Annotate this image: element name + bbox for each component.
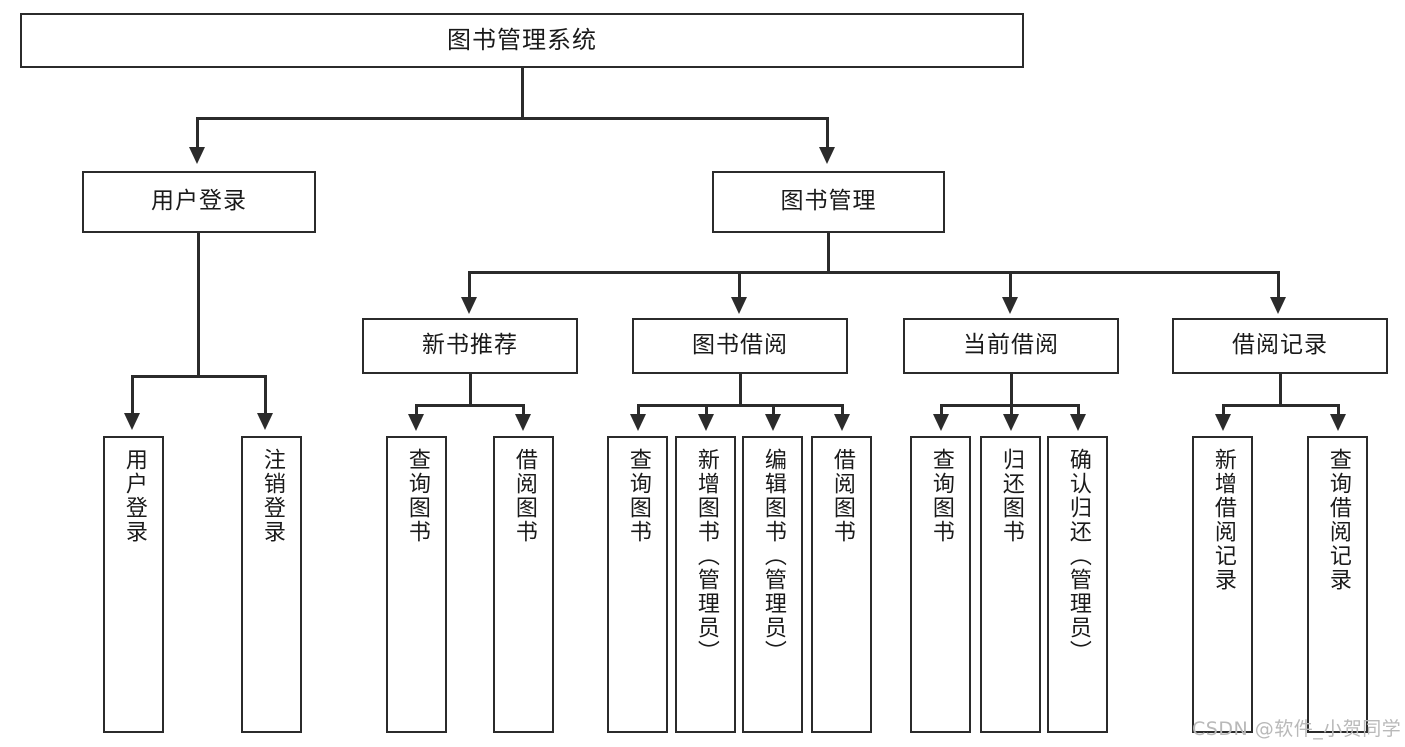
node-label: 当前借阅 bbox=[963, 332, 1059, 359]
arrowhead-book-borrow bbox=[731, 297, 747, 314]
node-book-management[interactable]: 图书管理 bbox=[712, 171, 945, 233]
leaf-label: 用户登录 bbox=[121, 448, 147, 544]
leaf-label: 编辑图书（管理员） bbox=[760, 448, 786, 664]
connector-book-mgmt-drop-2 bbox=[738, 271, 741, 299]
connector-cb-drop-3 bbox=[1077, 404, 1080, 416]
arrowhead-nb-leaf-2 bbox=[515, 414, 531, 431]
connector-br-drop-2 bbox=[1337, 404, 1340, 416]
arrowhead-borrow-record bbox=[1270, 297, 1286, 314]
leaf-nb-borrow-book[interactable]: 借阅图书 bbox=[493, 436, 554, 733]
connector-book-mgmt-drop-3 bbox=[1009, 271, 1012, 299]
connector-book-borrow-bus bbox=[637, 404, 844, 407]
leaf-label: 查询图书 bbox=[404, 448, 430, 544]
node-label: 图书管理 bbox=[780, 188, 877, 215]
connector-bb-drop-3 bbox=[772, 404, 775, 416]
connector-book-mgmt-stem bbox=[827, 233, 830, 273]
connector-book-borrow-stem bbox=[739, 374, 742, 406]
csdn-watermark: CSDN @软件_小贺同学 bbox=[1192, 714, 1401, 741]
connector-user-login-drop-1 bbox=[131, 375, 134, 415]
leaf-label: 新增借阅记录 bbox=[1210, 448, 1236, 592]
connector-borrow-record-stem bbox=[1279, 374, 1282, 406]
arrowhead-bb-leaf-1 bbox=[630, 414, 646, 431]
arrowhead-leaf-logout bbox=[257, 413, 273, 430]
connector-borrow-record-bus bbox=[1222, 404, 1340, 407]
node-label: 借阅记录 bbox=[1232, 332, 1328, 359]
leaf-bb-add-book-admin[interactable]: 新增图书（管理员） bbox=[675, 436, 736, 733]
node-borrow-record[interactable]: 借阅记录 bbox=[1172, 318, 1388, 374]
connector-root-to-book-mgmt bbox=[826, 117, 829, 149]
leaf-label: 借阅图书 bbox=[829, 448, 855, 544]
leaf-cb-query-book[interactable]: 查询图书 bbox=[910, 436, 971, 733]
node-new-book-recommend[interactable]: 新书推荐 bbox=[362, 318, 578, 374]
watermark-text: CSDN @软件_小贺同学 bbox=[1192, 718, 1402, 740]
leaf-label: 借阅图书 bbox=[511, 448, 537, 544]
leaf-label: 查询图书 bbox=[928, 448, 954, 544]
node-label: 图书管理系统 bbox=[447, 26, 597, 55]
connector-root-bus bbox=[196, 117, 828, 120]
connector-book-mgmt-drop-1 bbox=[468, 271, 471, 299]
connector-new-book-stem bbox=[469, 374, 472, 406]
arrowhead-bb-leaf-4 bbox=[834, 414, 850, 431]
connector-cb-drop-2 bbox=[1010, 404, 1013, 416]
leaf-br-add-record[interactable]: 新增借阅记录 bbox=[1192, 436, 1253, 733]
arrowhead-cb-leaf-3 bbox=[1070, 414, 1086, 431]
connector-current-borrow-stem bbox=[1010, 374, 1013, 406]
arrowhead-br-leaf-2 bbox=[1330, 414, 1346, 431]
node-label: 图书借阅 bbox=[692, 332, 788, 359]
leaf-bb-edit-book-admin[interactable]: 编辑图书（管理员） bbox=[742, 436, 803, 733]
arrowhead-bb-leaf-2 bbox=[698, 414, 714, 431]
connector-bb-drop-4 bbox=[841, 404, 844, 416]
connector-book-mgmt-bus bbox=[468, 271, 1280, 274]
connector-new-book-drop-2 bbox=[522, 404, 525, 416]
connector-user-login-stem bbox=[197, 233, 200, 378]
leaf-nb-query-book[interactable]: 查询图书 bbox=[386, 436, 447, 733]
arrowhead-leaf-user-login bbox=[124, 413, 140, 430]
arrowhead-cb-leaf-2 bbox=[1003, 414, 1019, 431]
leaf-cb-confirm-return-admin[interactable]: 确认归还（管理员） bbox=[1047, 436, 1108, 733]
arrowhead-user-login bbox=[189, 147, 205, 164]
connector-user-login-bus bbox=[131, 375, 266, 378]
leaf-bb-query-book[interactable]: 查询图书 bbox=[607, 436, 668, 733]
connector-root-to-user-login bbox=[196, 117, 199, 149]
connector-bb-drop-1 bbox=[637, 404, 640, 416]
leaf-label: 新增图书（管理员） bbox=[693, 448, 719, 664]
connector-root-stem bbox=[521, 68, 524, 118]
connector-bb-drop-2 bbox=[705, 404, 708, 416]
arrowhead-br-leaf-1 bbox=[1215, 414, 1231, 431]
node-book-borrow[interactable]: 图书借阅 bbox=[632, 318, 848, 374]
node-current-borrow[interactable]: 当前借阅 bbox=[903, 318, 1119, 374]
node-label: 用户登录 bbox=[151, 188, 247, 215]
arrowhead-book-mgmt bbox=[819, 147, 835, 164]
leaf-label: 确认归还（管理员） bbox=[1065, 448, 1091, 664]
leaf-label: 归还图书 bbox=[998, 448, 1024, 544]
connector-br-drop-1 bbox=[1222, 404, 1225, 416]
leaf-br-query-record[interactable]: 查询借阅记录 bbox=[1307, 436, 1368, 733]
leaf-label: 查询图书 bbox=[625, 448, 651, 544]
connector-book-mgmt-drop-4 bbox=[1277, 271, 1280, 299]
node-root-system[interactable]: 图书管理系统 bbox=[20, 13, 1024, 68]
leaf-user-login[interactable]: 用户登录 bbox=[103, 436, 164, 733]
connector-new-book-bus bbox=[415, 404, 525, 407]
connector-cb-drop-1 bbox=[940, 404, 943, 416]
leaf-bb-borrow-book[interactable]: 借阅图书 bbox=[811, 436, 872, 733]
leaf-label: 查询借阅记录 bbox=[1325, 448, 1351, 592]
node-user-login[interactable]: 用户登录 bbox=[82, 171, 316, 233]
arrowhead-new-book-recommend bbox=[461, 297, 477, 314]
node-label: 新书推荐 bbox=[422, 332, 518, 359]
arrowhead-cb-leaf-1 bbox=[933, 414, 949, 431]
arrowhead-bb-leaf-3 bbox=[765, 414, 781, 431]
connector-user-login-drop-2 bbox=[264, 375, 267, 415]
connector-new-book-drop-1 bbox=[415, 404, 418, 416]
leaf-logout[interactable]: 注销登录 bbox=[241, 436, 302, 733]
leaf-cb-return-book[interactable]: 归还图书 bbox=[980, 436, 1041, 733]
leaf-label: 注销登录 bbox=[259, 448, 285, 544]
arrowhead-nb-leaf-1 bbox=[408, 414, 424, 431]
arrowhead-current-borrow bbox=[1002, 297, 1018, 314]
